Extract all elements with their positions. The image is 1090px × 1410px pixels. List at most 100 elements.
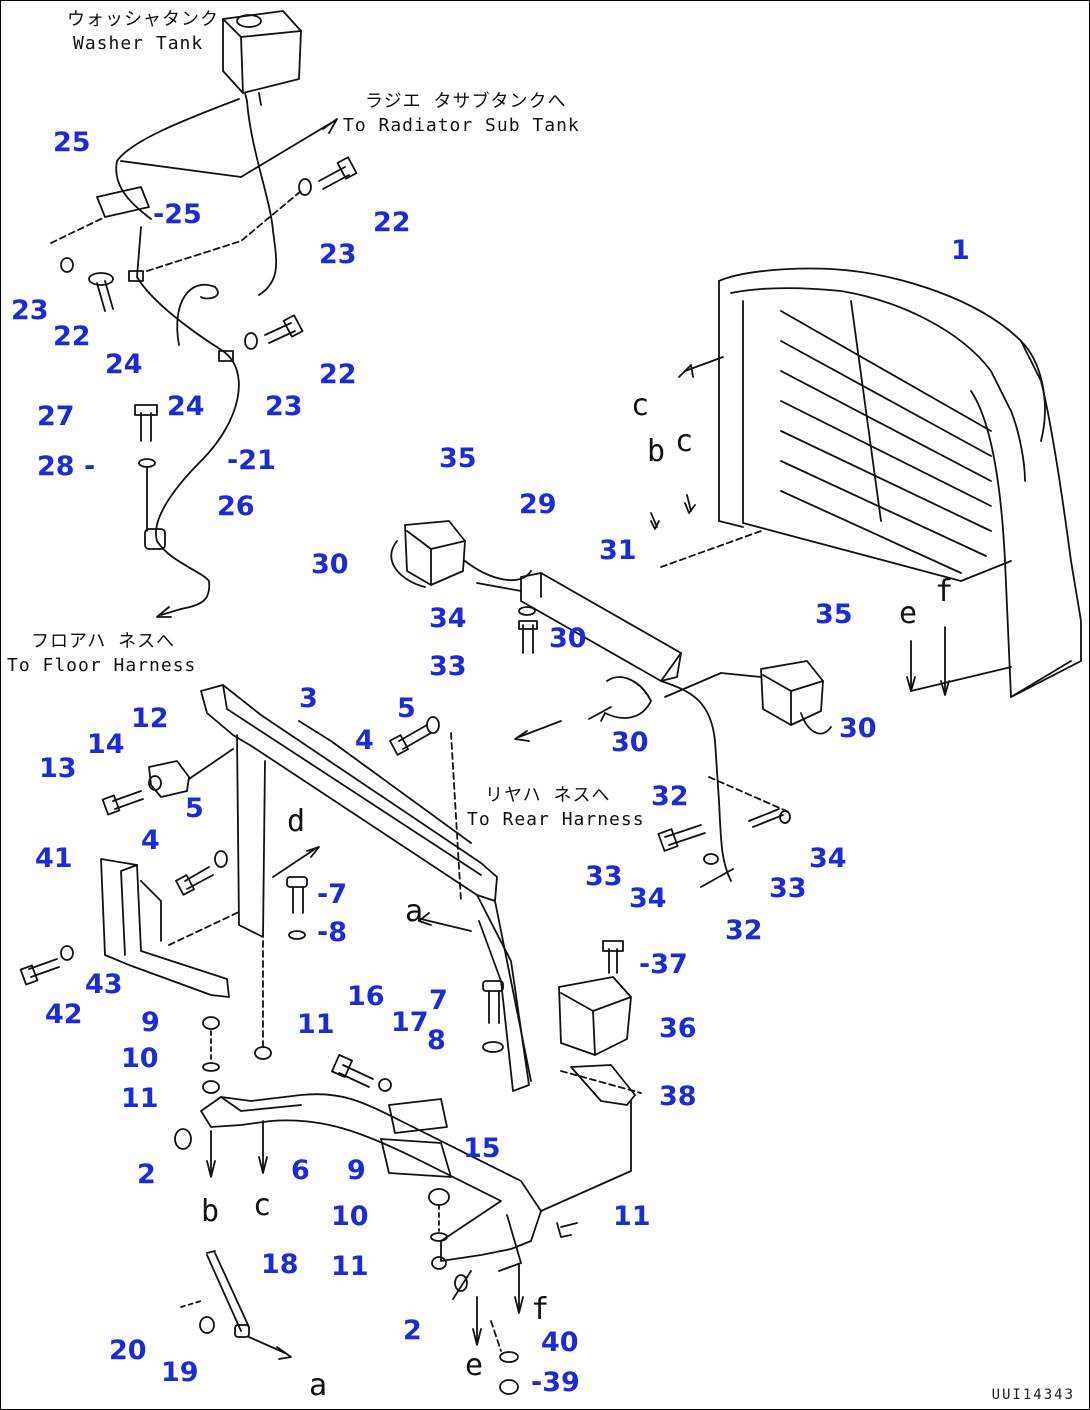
rear-en-label: To Rear Harness: [467, 809, 645, 830]
part-number-34b: 34: [809, 843, 847, 874]
ref-letter-a2: a: [309, 1368, 328, 1403]
part-number-10b: 10: [331, 1201, 369, 1232]
washer-tank-en-label: Washer Tank: [73, 33, 204, 54]
part-number-16: 16: [347, 981, 385, 1012]
part-number-4a: 4: [355, 725, 374, 756]
part-number-2a: 2: [137, 1159, 156, 1190]
part-number-19: 19: [161, 1357, 199, 1388]
part-number-8a: -8: [317, 917, 347, 948]
part-number-30d: 30: [611, 727, 649, 758]
part-number-2b: 2: [403, 1315, 422, 1346]
part-number-22a: 22: [373, 207, 411, 238]
part-number-17: 17: [391, 1007, 429, 1038]
part-number-7b: 7: [429, 985, 448, 1016]
lamp-36: [558, 976, 632, 1056]
part-number-8b: 8: [427, 1025, 446, 1056]
part-number-43: 43: [85, 969, 123, 1000]
floor-jp-label: フロアハ ネスへ: [31, 631, 176, 652]
part-number-37: -37: [639, 949, 688, 980]
part-number-39: -39: [531, 1367, 580, 1398]
lamp-35-left: [390, 520, 466, 588]
part-number-18: 18: [261, 1249, 299, 1280]
part-number-10a: 10: [121, 1043, 159, 1074]
part-number-15: 15: [463, 1133, 501, 1164]
part-number-29: 29: [519, 489, 557, 520]
part-number-33a: 33: [429, 651, 467, 682]
part-number-11c: 11: [613, 1201, 651, 1232]
engine-hood-1: [718, 267, 1082, 698]
part-number-32a: 32: [651, 781, 689, 812]
part-number-41: 41: [35, 843, 73, 874]
stay-18: [206, 1250, 250, 1338]
part-number-5a: 5: [397, 693, 416, 724]
part-number-32b: 32: [725, 915, 763, 946]
ref-letter-c1: c: [631, 388, 650, 423]
part-number-9b: 9: [347, 1155, 366, 1186]
bracket-25: [96, 186, 150, 218]
part-number-4b: 4: [141, 825, 160, 856]
part-number-20: 20: [109, 1335, 147, 1366]
part-number-35a: 35: [439, 443, 477, 474]
part-number-34c: 34: [629, 883, 667, 914]
part-number-23b: 23: [11, 295, 49, 326]
part-number-7a: -7: [317, 879, 347, 910]
part-number-6: 6: [291, 1155, 310, 1186]
part-number-23a: 23: [319, 239, 357, 270]
part-number-40: 40: [541, 1327, 579, 1358]
part-number-30c: 30: [839, 713, 877, 744]
washer-hose: [246, 100, 277, 296]
part-number-11a: 11: [297, 1009, 335, 1040]
rear-jp-label: リヤハ ネスへ: [485, 785, 611, 806]
part-number-33b: 33: [585, 861, 623, 892]
part-number-25b: -25: [153, 199, 202, 230]
part-number-5b: 5: [185, 793, 204, 824]
part-number-11d: 11: [331, 1251, 369, 1282]
bracket-12: [148, 760, 190, 798]
part-number-3: 3: [299, 683, 318, 714]
part-number-31: 31: [599, 535, 637, 566]
ref-letter-f1: f: [935, 574, 954, 609]
bracket-41: [100, 858, 230, 998]
lamp-harness-30: [464, 560, 732, 882]
bolt-22-mid: [264, 314, 304, 344]
ref-letter-c2: c: [675, 424, 694, 459]
part-number-21: -21: [227, 445, 276, 476]
part-number-23c: 23: [265, 391, 303, 422]
bolt-22-left: [88, 272, 114, 312]
part-number-24b: 24: [167, 391, 205, 422]
radiator-en-label: To Radiator Sub Tank: [343, 115, 580, 136]
part-number-22c: 22: [319, 359, 357, 390]
part-number-36: 36: [659, 1013, 697, 1044]
radiator-jp-label: ラジエ タサブタンクへ: [365, 91, 567, 112]
part-number-30b: 30: [549, 623, 587, 654]
part-number-22b: 22: [53, 321, 91, 352]
part-number-38: 38: [659, 1081, 697, 1112]
part-number-11b: 11: [121, 1083, 159, 1114]
part-number-1: 1: [951, 235, 970, 266]
part-number-35b: 35: [815, 599, 853, 630]
ref-letter-c3: c: [253, 1188, 272, 1223]
ref-letter-e1: e: [899, 596, 918, 631]
ref-letter-b2: b: [201, 1194, 220, 1229]
part-number-33c: 33: [769, 873, 807, 904]
lamp-35-right: [760, 660, 832, 735]
part-number-28: 28 -: [37, 451, 96, 482]
ref-letter-a1: a: [405, 894, 424, 929]
harness-21: [136, 276, 240, 610]
washer-tank-jp-label: ウォッシャタンク: [67, 9, 219, 30]
part-number-26: 26: [217, 491, 255, 522]
ref-letter-f2: f: [531, 1292, 550, 1327]
part-number-34a: 34: [429, 603, 467, 634]
part-number-25: 25: [53, 127, 91, 158]
drawing-code: UUI14343: [991, 1387, 1075, 1403]
washer-tank: [222, 10, 302, 106]
floor-en-label: To Floor Harness: [7, 655, 197, 676]
part-number-13: 13: [39, 753, 77, 784]
ref-letter-d: d: [287, 804, 306, 839]
part-number-42: 42: [45, 999, 83, 1030]
frame-3: [200, 684, 532, 1092]
ref-letter-e2: e: [465, 1348, 484, 1383]
ref-letter-b: b: [647, 434, 666, 469]
part-number-9a: 9: [141, 1007, 160, 1038]
